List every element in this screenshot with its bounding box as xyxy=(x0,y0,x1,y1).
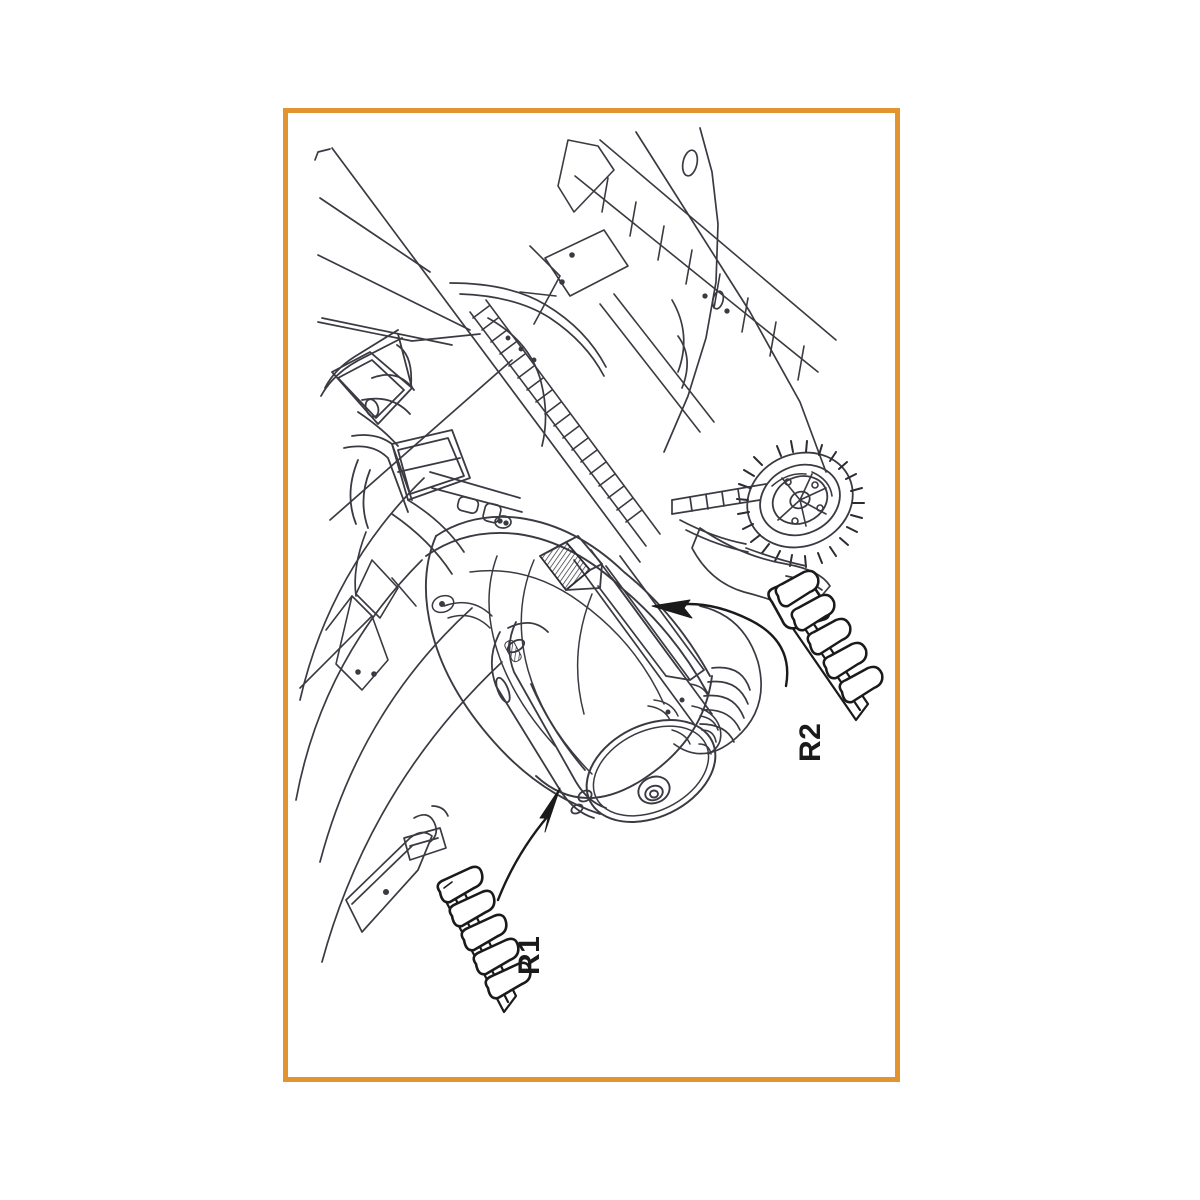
part-label-r2: R2 xyxy=(794,722,827,762)
part-label-r1: R1 xyxy=(513,935,546,975)
instruction-frame xyxy=(283,108,900,1082)
